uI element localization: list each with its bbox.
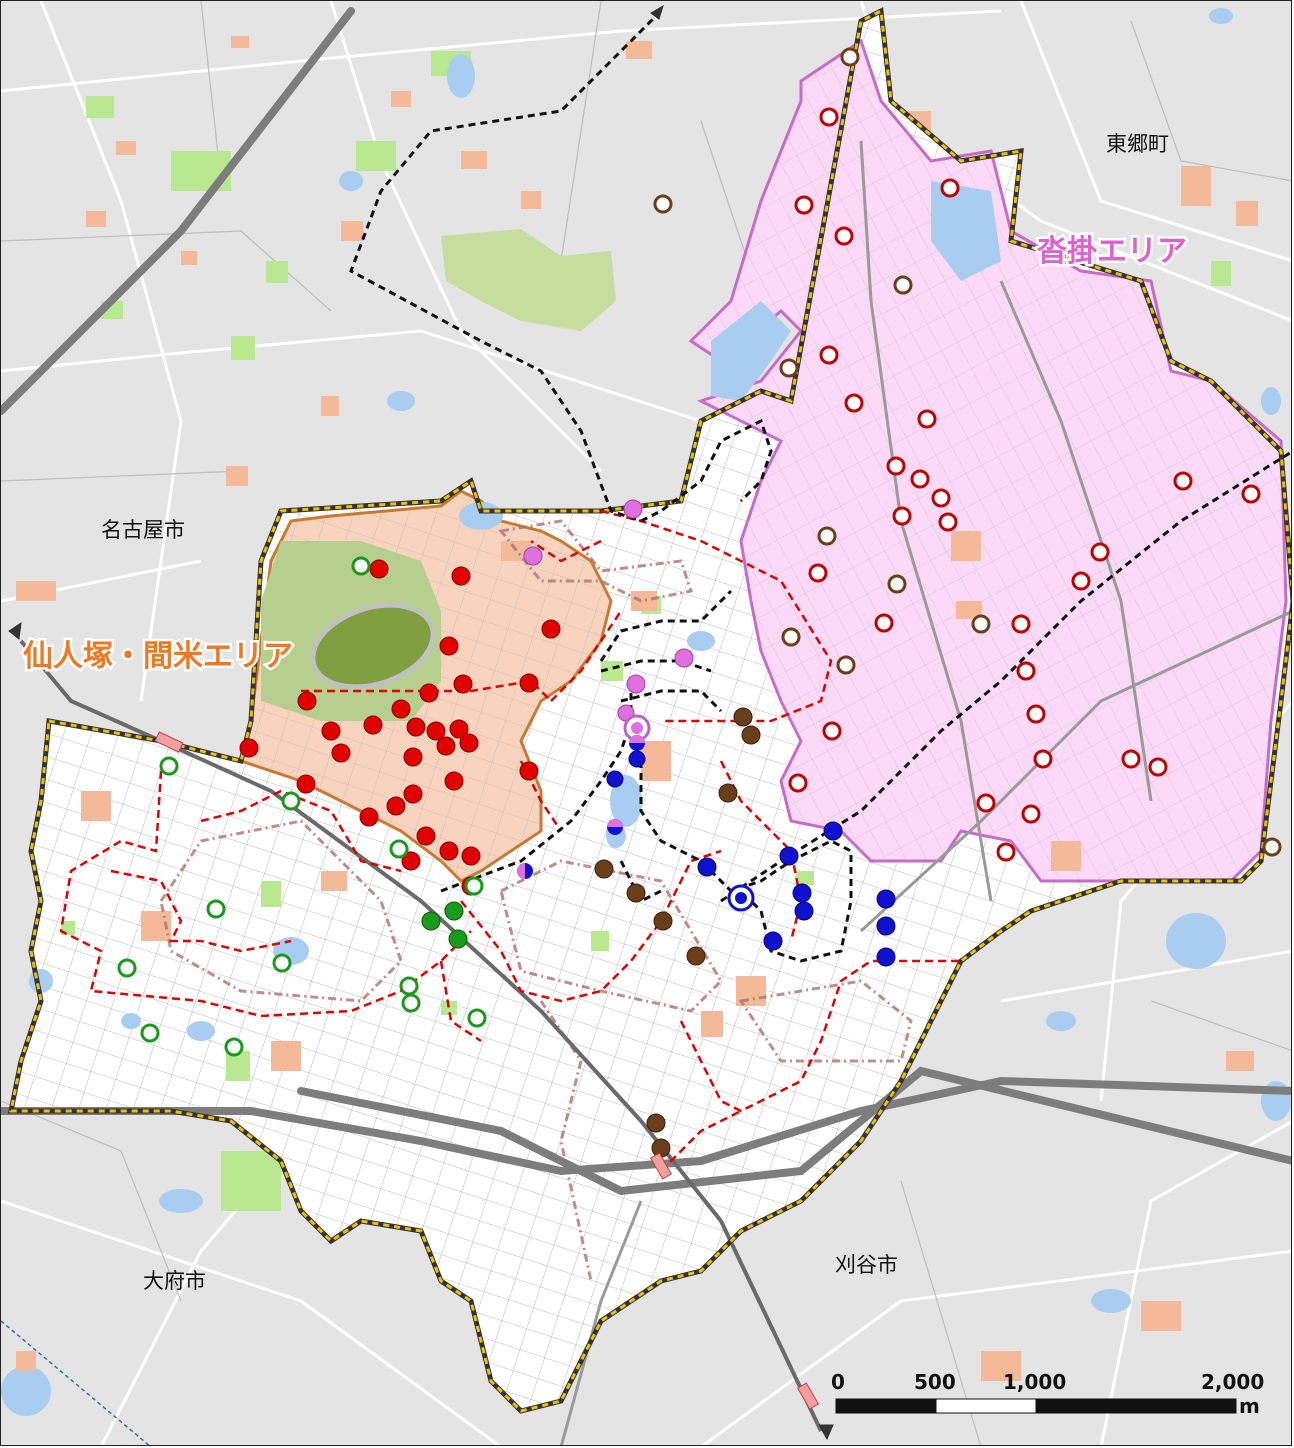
city-buildings: [81, 531, 1081, 1071]
major-roads: [1, 7, 1291, 1196]
stops-pink-filled: [523, 499, 694, 722]
rail-line: [19, 639, 823, 1432]
station-marks: [154, 731, 820, 1410]
race-track: [310, 602, 436, 690]
buildings: [16, 36, 1258, 1381]
stops-blue-filled: [606, 750, 896, 967]
stops-green-filled: [421, 901, 468, 949]
scale-seg-2: [935, 1398, 1037, 1414]
stops-mixed: [517, 735, 645, 879]
scale-tick-500: 500: [914, 1370, 956, 1394]
stops-green-open: [117, 556, 487, 1057]
label-obu: 大府市: [143, 1269, 206, 1293]
label-kariya: 刈谷市: [835, 1253, 898, 1277]
scale-unit: m: [1239, 1394, 1260, 1418]
scale-tick-2000: 2,000: [1201, 1370, 1264, 1394]
stops-brown-filled: [594, 707, 761, 1158]
stop-blue-hub-icon: [727, 884, 755, 912]
scale-seg-3: [1035, 1398, 1237, 1414]
stops-brown-open: [653, 47, 1282, 857]
arrows: [8, 4, 834, 1441]
stops-red-filled: [239, 559, 561, 896]
city-border: [9, 8, 1291, 1413]
scale-seg-1: [835, 1398, 937, 1414]
water-bodies: [1, 8, 1291, 1416]
label-nagoya: 名古屋市: [101, 518, 185, 542]
label-kutsukake-area: 沓掛エリア: [1037, 234, 1187, 269]
scale-tick-1000: 1,000: [1003, 1370, 1066, 1394]
label-sennin-area: 仙人塚・間米エリア: [23, 639, 293, 674]
scale-tick-0: 0: [831, 1370, 845, 1394]
stops-red-open: [788, 107, 1261, 862]
label-togo: 東郷町: [1106, 132, 1169, 156]
city-parks: [61, 596, 814, 1081]
big-park: [441, 229, 616, 331]
boundary-river-line: [1, 1320, 150, 1445]
scale-bar: 0 500 1,000 2,000 m: [831, 1370, 1264, 1418]
